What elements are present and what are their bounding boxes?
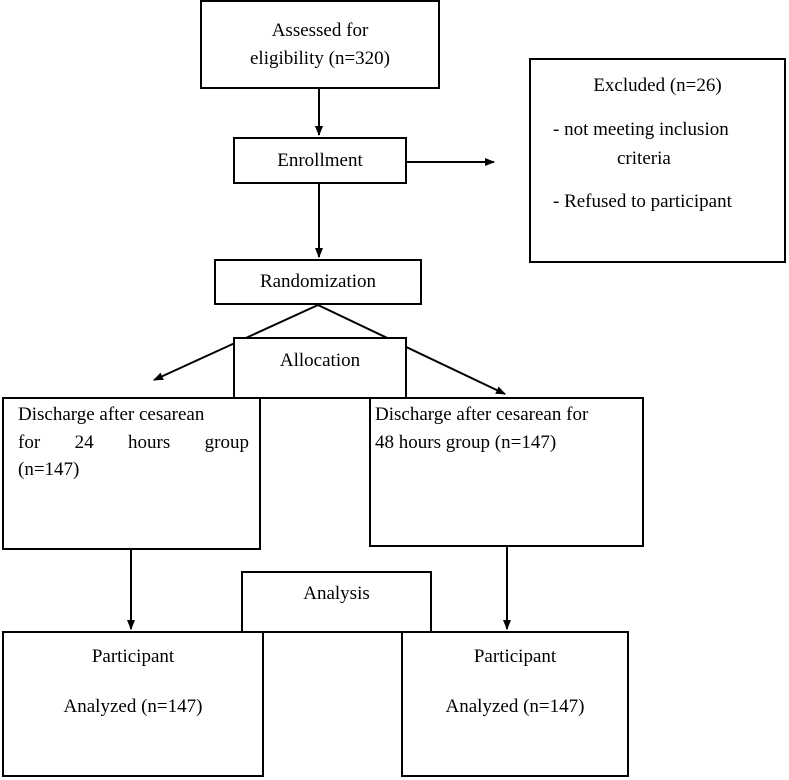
group-24-line-2: for 24 hours group: [18, 431, 249, 453]
analyzed-right-title: Participant: [473, 646, 557, 667]
excluded-reason-not-meeting-criteria-cont: criteria: [617, 148, 671, 169]
enrollment-label: Enrollment: [277, 149, 363, 171]
excluded-reason-not-meeting-criteria: - not meeting inclusion: [553, 119, 729, 140]
randomization-label: Randomization: [259, 271, 377, 293]
assessed-line-1: Assessed for: [271, 19, 369, 41]
assessed-line-2: eligibility (n=320): [249, 47, 390, 69]
enrollment-box: Enrollment: [233, 137, 407, 184]
analyzed-right-count: Analyzed (n=147): [445, 696, 585, 717]
excluded-reason-refused: - Refused to participant: [553, 191, 732, 212]
group-24-hours-box: Discharge after cesarean for 24 hours gr…: [2, 397, 261, 550]
randomization-box: Randomization: [214, 259, 422, 305]
analyzed-left-box: Participant Analyzed (n=147): [2, 631, 264, 777]
analysis-box: Analysis: [241, 571, 432, 633]
group-48-line-2: 48 hours group (n=147): [375, 431, 557, 453]
excluded-box: Excluded (n=26) - not meeting inclusion …: [529, 58, 786, 263]
allocation-label: Allocation: [279, 350, 361, 371]
group-24-line-1: Discharge after cesarean: [18, 404, 205, 425]
assessed-eligibility-box: Assessed for eligibility (n=320): [200, 0, 440, 89]
analyzed-right-box: Participant Analyzed (n=147): [401, 631, 629, 777]
analyzed-left-count: Analyzed (n=147): [63, 696, 203, 717]
group-48-line-1: Discharge after cesarean for: [375, 404, 589, 425]
arrow-randomization-to-group-48: [317, 304, 506, 395]
group-48-hours-box: Discharge after cesarean for 48 hours gr…: [369, 397, 644, 547]
allocation-box: Allocation: [233, 337, 407, 399]
excluded-title: Excluded (n=26): [593, 75, 722, 96]
group-24-line-3: (n=147): [18, 459, 80, 481]
analysis-label: Analysis: [303, 583, 370, 604]
analyzed-left-title: Participant: [91, 646, 175, 667]
